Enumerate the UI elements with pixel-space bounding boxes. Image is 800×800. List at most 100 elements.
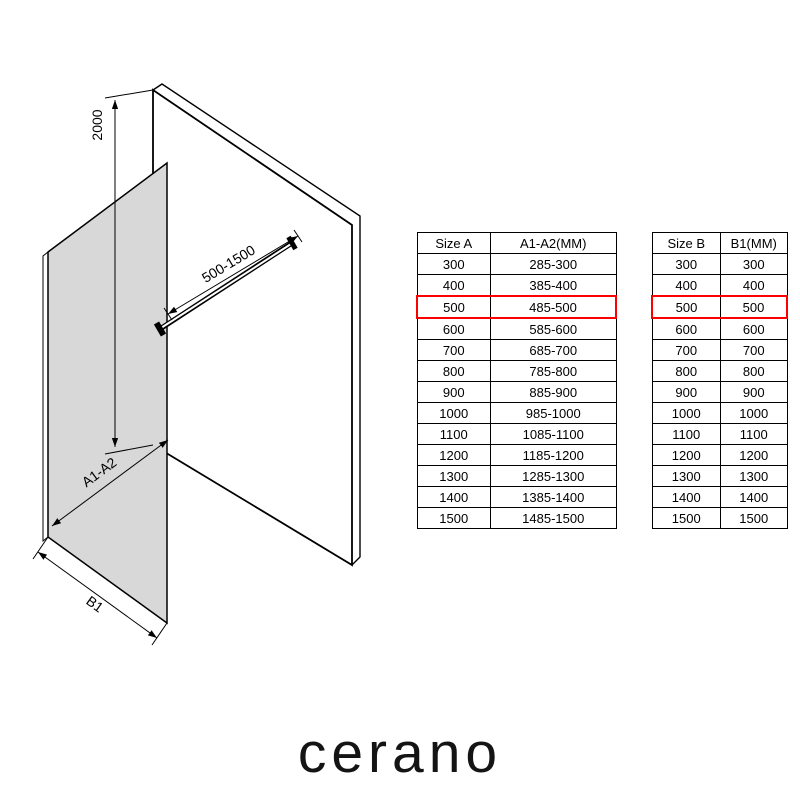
table-a-cell: 1400 — [416, 486, 491, 508]
table-b-cell: 900 — [720, 381, 788, 403]
shower-screen-diagram: 2000 500-1500 A1-A2 B1 — [32, 83, 361, 646]
table-a-cell: 1200 — [416, 444, 491, 466]
table-a-cell: 1300 — [416, 465, 491, 487]
table-a-cell: 385-400 — [490, 274, 617, 297]
table-a-cell: 1385-1400 — [490, 486, 617, 508]
table-b-cell: 900 — [651, 381, 721, 403]
glass-panel — [47, 161, 168, 625]
table-b-cell: 300 — [720, 253, 788, 275]
table-a-header-row: Size A A1-A2(MM) — [416, 232, 617, 254]
table-a-cell: 685-700 — [490, 339, 617, 361]
brand-logo: cerano — [297, 721, 503, 785]
table-a-cell: 500 — [416, 295, 491, 319]
table-b-cell: 600 — [720, 317, 788, 340]
table-a-cell: 600 — [416, 317, 491, 340]
table-b-cell: 700 — [720, 339, 788, 361]
table-a-head: Size A A1-A2(MM) — [416, 232, 617, 254]
table-b-cell: 700 — [651, 339, 721, 361]
height-dimension-label: 2000 — [89, 109, 105, 140]
table-a-cell: 585-600 — [490, 317, 617, 340]
table-b-header-size: Size B — [651, 232, 721, 254]
table-b-cell: 800 — [720, 360, 788, 382]
table-b-cell: 1000 — [720, 402, 788, 424]
table-a-cell: 485-500 — [490, 295, 617, 319]
table-a-cell: 900 — [416, 381, 491, 403]
table-a-cell: 800 — [416, 360, 491, 382]
table-b-header-row: Size B B1(MM) — [651, 232, 788, 254]
table-a-cell: 400 — [416, 274, 491, 297]
bottom-width-label: B1 — [83, 592, 106, 615]
table-b-cell: 400 — [720, 274, 788, 297]
table-b-cell: 1300 — [651, 465, 721, 487]
table-b-cell: 500 — [651, 295, 721, 319]
table-a-cell: 700 — [416, 339, 491, 361]
table-b-cell: 800 — [651, 360, 721, 382]
table-a-cell: 1485-1500 — [490, 507, 617, 529]
table-a-cell: 885-900 — [490, 381, 617, 403]
width-dim-line — [51, 439, 169, 527]
table-b-cell: 1500 — [651, 507, 721, 529]
glass-panel-thickness-edge — [42, 251, 49, 543]
table-b-cell: 1500 — [720, 507, 788, 529]
table-b-head: Size B B1(MM) — [651, 232, 788, 254]
depth-dim-extension-right — [151, 622, 168, 646]
wall-panel-thickness-edge — [152, 83, 361, 566]
table-b-cell: 1100 — [651, 423, 721, 445]
table-a-cell: 1100 — [416, 423, 491, 445]
bar-dim-tick-end — [293, 229, 303, 243]
table-b-cell: 500 — [720, 295, 788, 319]
table-b-cell: 1200 — [720, 444, 788, 466]
bar-dim-tick-start — [163, 307, 173, 321]
table-a-cell: 1185-1200 — [490, 444, 617, 466]
wall-panel — [152, 88, 353, 567]
table-a-cell: 1000 — [416, 402, 491, 424]
table-b-cell: 1300 — [720, 465, 788, 487]
table-b-cell: 1100 — [720, 423, 788, 445]
table-a-cell: 300 — [416, 253, 491, 275]
table-b-cell: 1400 — [651, 486, 721, 508]
table-b-cell: 600 — [651, 317, 721, 340]
table-a-cell: 1085-1100 — [490, 423, 617, 445]
table-b-cell: 1000 — [651, 402, 721, 424]
table-b-cell: 1400 — [720, 486, 788, 508]
table-b-cell: 300 — [651, 253, 721, 275]
table-a-cell: 285-300 — [490, 253, 617, 275]
depth-dim-extension-left — [32, 536, 49, 560]
table-a-cell: 1285-1300 — [490, 465, 617, 487]
bar-dim-line — [167, 235, 299, 315]
table-b-header-b1: B1(MM) — [720, 232, 788, 254]
table-a-header-size: Size A — [416, 232, 491, 254]
depth-dim-line — [37, 551, 158, 639]
table-b-cell: 400 — [651, 274, 721, 297]
table-b-cell: 1200 — [651, 444, 721, 466]
table-a-header-range: A1-A2(MM) — [490, 232, 617, 254]
support-bar-glass-clamp — [153, 321, 167, 337]
